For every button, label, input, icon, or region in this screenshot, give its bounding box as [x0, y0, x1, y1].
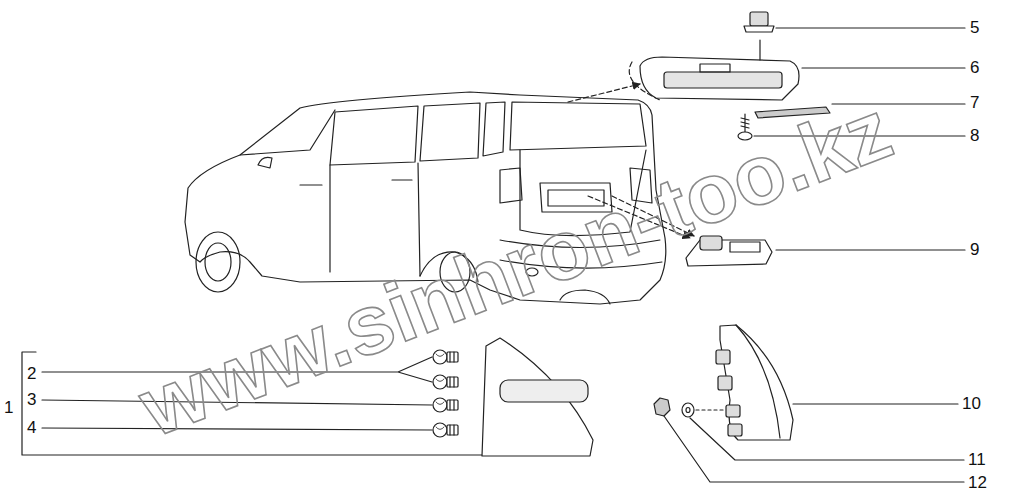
tail-lamp: [716, 325, 958, 440]
callout-number: 4: [27, 418, 36, 438]
callout-number: 6: [970, 58, 979, 78]
callout-number: 9: [970, 240, 979, 260]
callout-number: 8: [970, 126, 979, 146]
callout-number: 5: [970, 18, 979, 38]
callout-number: 3: [27, 390, 36, 410]
callout-number: 7: [970, 93, 979, 113]
callout-number: 2: [27, 364, 36, 384]
plate-lamp: [686, 236, 965, 266]
callout-number: 1: [4, 398, 13, 418]
nut: [654, 398, 964, 482]
callout-number: 11: [968, 450, 986, 470]
callout-number: 12: [968, 473, 987, 493]
washer: [682, 403, 964, 460]
high-stop-lamp: [640, 40, 965, 100]
watermark: www.sinhron-too.kz: [129, 86, 901, 449]
callout-number: 10: [962, 394, 981, 414]
lamp-bulb: [744, 12, 965, 32]
